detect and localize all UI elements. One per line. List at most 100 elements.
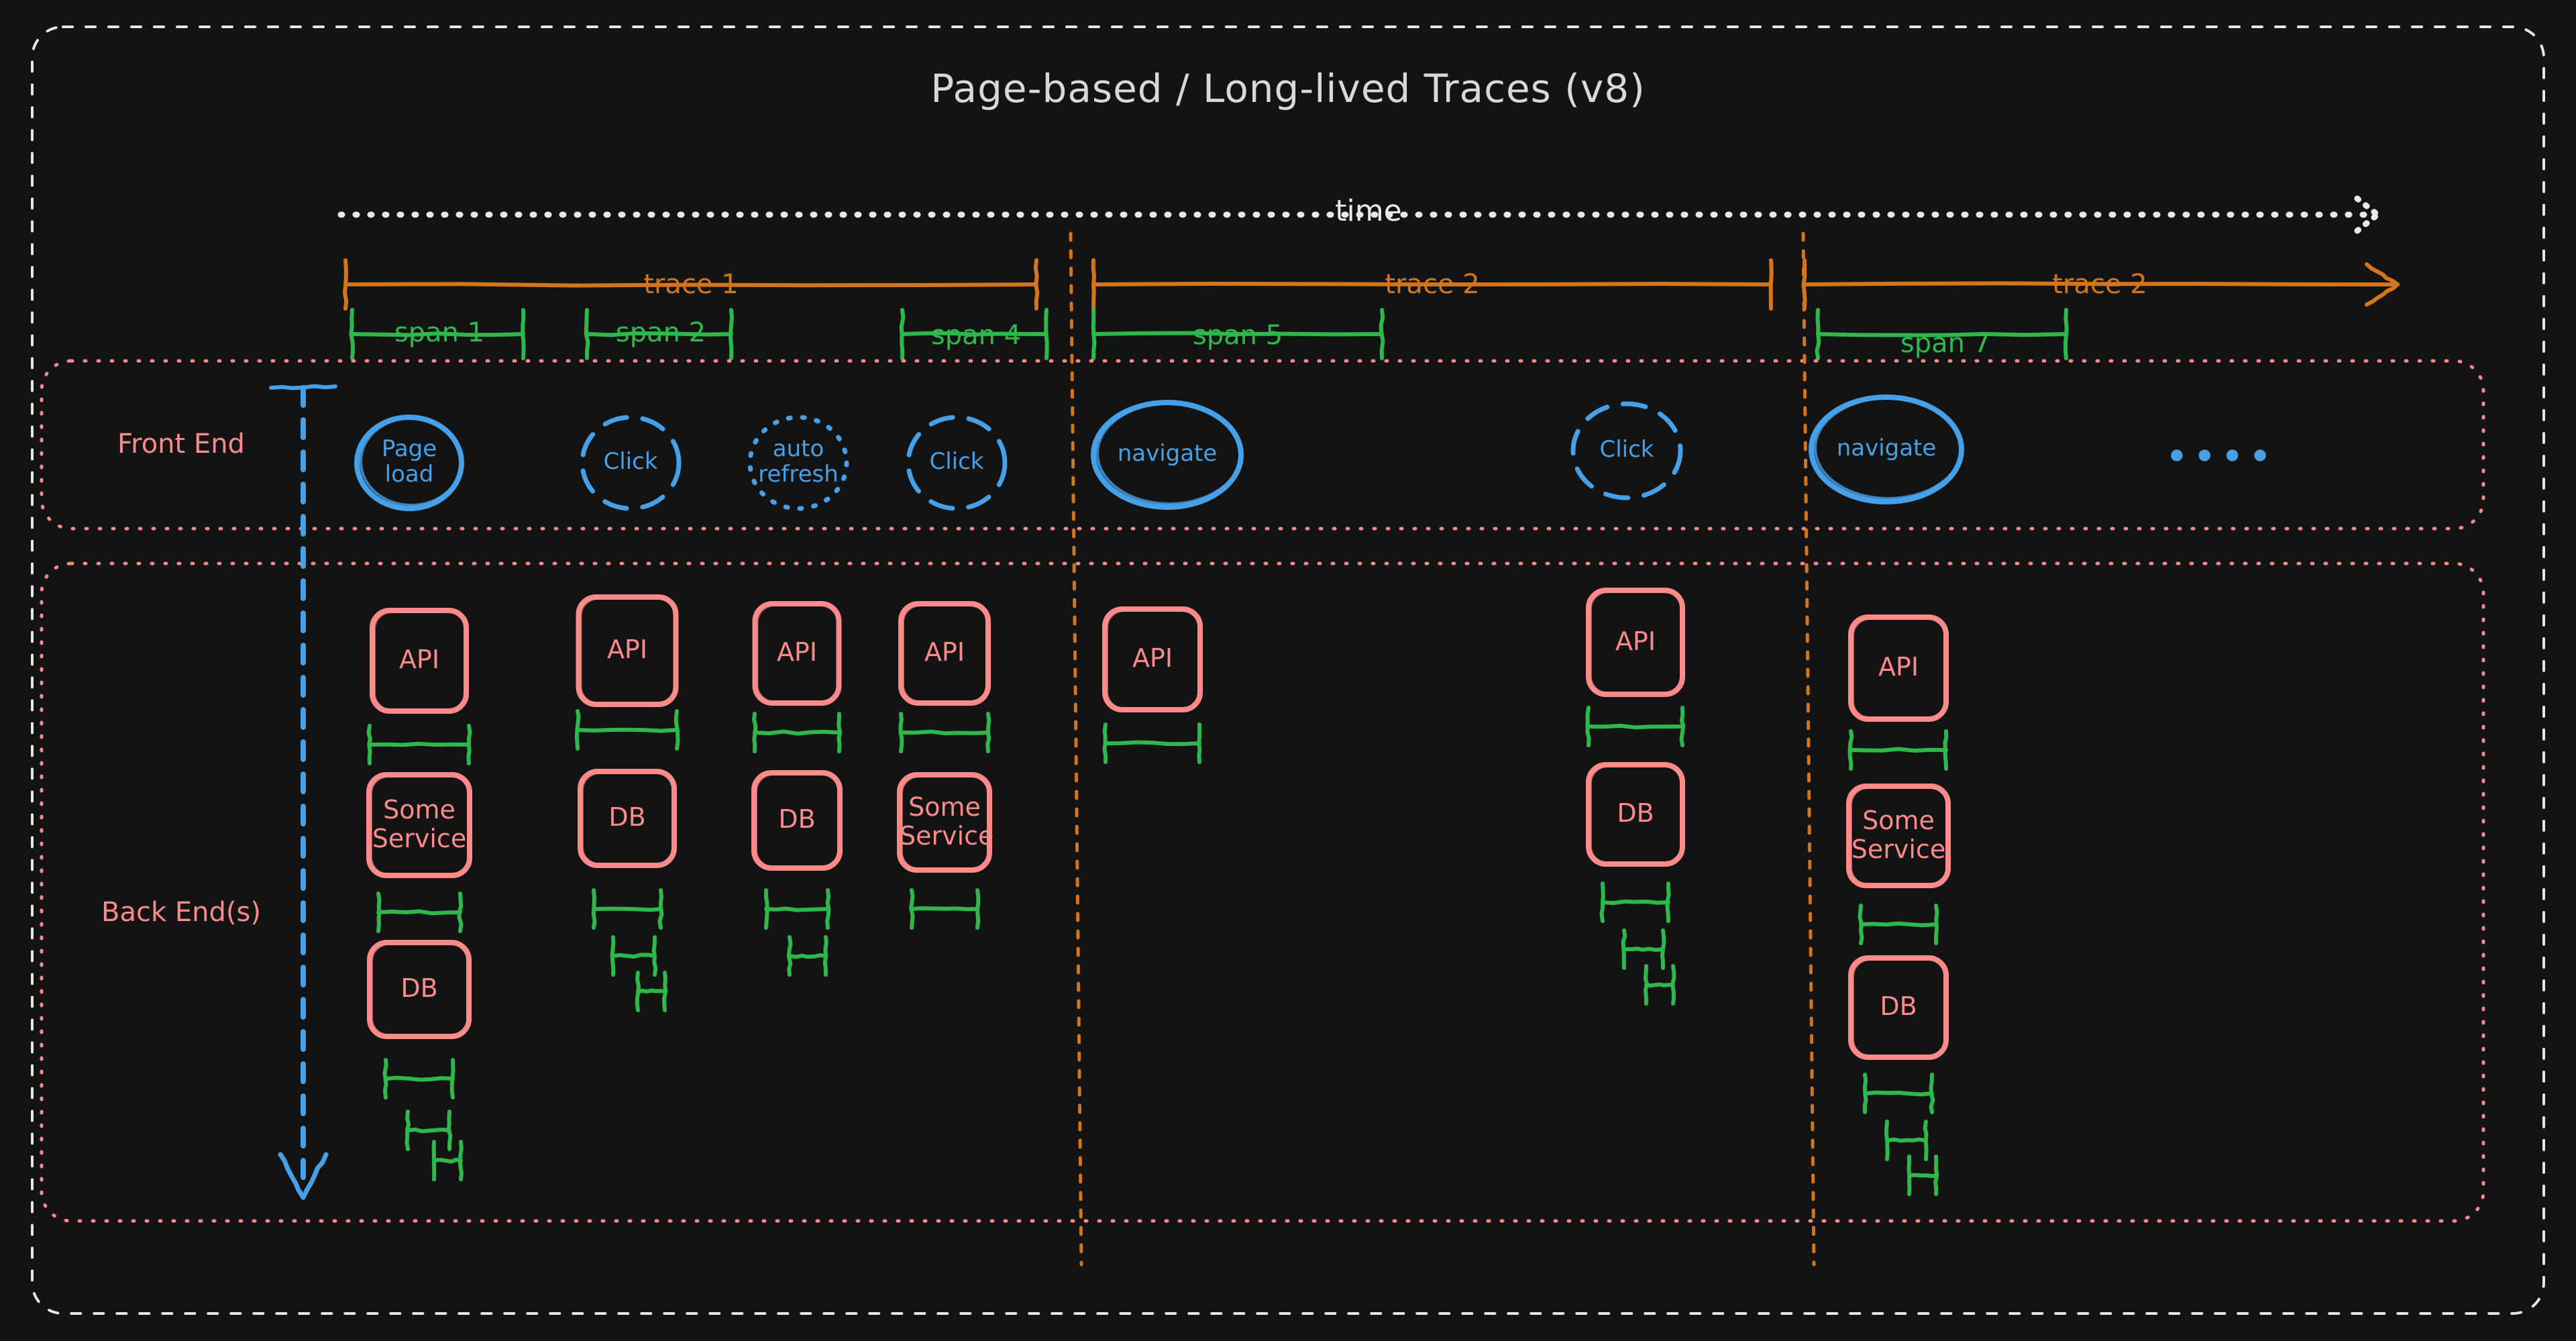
backend-span-bar-line xyxy=(764,906,830,912)
backend-span-bar-cap xyxy=(975,888,981,930)
backend-span-bar-nested-line xyxy=(1907,1173,1938,1179)
backend-span-bar-cap xyxy=(751,712,758,753)
backend-span-bar-line xyxy=(384,1075,455,1082)
trace-bar-cap-left xyxy=(343,258,349,311)
backend-span-bar-line xyxy=(592,906,663,912)
backend-node-db-sketch-pass xyxy=(755,773,841,869)
backend-span-bar-nested-cap xyxy=(651,935,658,977)
backend-node-api[interactable] xyxy=(1848,614,1949,722)
backend-span-bar-cap xyxy=(1929,1073,1935,1114)
backend-span-bar-cap xyxy=(1847,729,1854,771)
backend-node-some-service[interactable] xyxy=(897,772,992,873)
span-bar-line xyxy=(1091,331,1384,337)
trace-bar-cap-right xyxy=(1033,258,1040,311)
backend-span-bar-line xyxy=(1849,747,1948,753)
trace-bar-line xyxy=(1803,281,2397,286)
frontend-event-sketch-pass xyxy=(360,417,463,506)
backend-span-bar-cap xyxy=(657,888,664,930)
backend-span-bar-nested-line xyxy=(1644,982,1675,988)
frontend-panel xyxy=(40,359,2485,531)
span-bar-line xyxy=(585,331,733,337)
backend-span-bar-nested-line xyxy=(611,953,657,959)
backend-span-bar-cap xyxy=(1585,706,1591,747)
frontend-event-dashed[interactable] xyxy=(580,415,682,511)
backend-span-bar-nested-line xyxy=(788,953,828,959)
backend-span-bar-line xyxy=(1863,1090,1934,1097)
backend-node-db[interactable] xyxy=(751,770,843,871)
backend-node-api-sketch-pass xyxy=(579,597,677,705)
backend-span-bar-cap xyxy=(1943,729,1949,771)
span-bar-cap xyxy=(1379,308,1385,360)
backend-span-bar-line xyxy=(368,741,471,747)
backend-span-bar-line xyxy=(1104,740,1201,747)
backend-node-api[interactable] xyxy=(898,601,991,706)
backend-span-bar-cap xyxy=(837,712,843,753)
backend-node-some-service-sketch-pass xyxy=(370,775,470,876)
backend-span-bar-cap xyxy=(898,712,904,753)
backend-span-bar-nested-cap xyxy=(1933,1155,1939,1196)
backend-node-db[interactable] xyxy=(367,940,472,1039)
trace-bar-cap-right xyxy=(1768,258,1774,311)
backend-node-some-service-sketch-pass xyxy=(900,775,990,871)
backend-span-bar-nested-line xyxy=(1622,947,1665,952)
backend-span-bar-nested-cap xyxy=(1884,1120,1890,1161)
backend-span-bar-nested-cap xyxy=(1643,964,1650,1006)
backend-span-bar-cap xyxy=(366,724,373,765)
backend-span-bar-cap xyxy=(1858,904,1864,945)
backend-span-bar-cap xyxy=(1679,706,1686,747)
backend-span-bar-cap xyxy=(763,888,769,930)
span-bar-cap xyxy=(899,308,906,360)
span-bar-cap xyxy=(349,308,355,360)
backend-span-bar-cap xyxy=(449,1058,455,1099)
frontend-event-dotted[interactable] xyxy=(747,415,849,511)
backend-span-bar-cap xyxy=(457,892,464,933)
span-bar-cap xyxy=(2063,308,2069,360)
backend-span-bar-nested-cap xyxy=(405,1110,411,1151)
time-axis-arrow xyxy=(2354,195,2381,218)
backend-span-bar-line xyxy=(753,729,841,736)
backend-span-bar-nested-cap xyxy=(786,935,793,977)
outer-frame xyxy=(31,25,2545,1315)
backend-span-bar-nested-line xyxy=(406,1127,451,1134)
span-bar-cap xyxy=(728,308,734,360)
depth-arrow-head xyxy=(301,1152,329,1200)
backend-node-some-service[interactable] xyxy=(366,772,472,878)
backend-node-api[interactable] xyxy=(1102,606,1203,712)
backend-node-api[interactable] xyxy=(576,594,679,707)
backend-node-api[interactable] xyxy=(370,608,469,714)
backend-span-bar-cap xyxy=(1934,904,1939,945)
backend-node-db[interactable] xyxy=(1848,955,1949,1060)
backend-span-bar-cap xyxy=(591,888,597,930)
backend-node-some-service[interactable] xyxy=(1846,784,1951,888)
backend-span-bar-nested-cap xyxy=(431,1140,437,1181)
trace-divider xyxy=(1069,231,1083,1267)
backend-span-bar-nested-cap xyxy=(1621,928,1627,970)
span-bar-line xyxy=(900,331,1049,337)
backend-node-api[interactable] xyxy=(1586,588,1685,697)
backend-span-bar-cap xyxy=(1862,1073,1868,1114)
backend-node-api-sketch-pass xyxy=(755,604,840,704)
frontend-event-dashed[interactable] xyxy=(1570,401,1683,500)
backend-span-bar-cap xyxy=(1665,881,1671,923)
backend-span-bar-nested-line xyxy=(1885,1137,1928,1143)
backend-node-db[interactable] xyxy=(1586,762,1685,867)
backend-span-bar-line xyxy=(1859,921,1938,928)
backend-span-bar-cap xyxy=(1599,881,1605,923)
backend-span-bar-cap xyxy=(985,712,991,753)
backend-node-api[interactable] xyxy=(752,601,842,706)
span-bar-line xyxy=(1816,331,2068,337)
backend-panel xyxy=(40,561,2485,1223)
backend-node-db-sketch-pass xyxy=(370,943,470,1037)
backend-node-api-sketch-pass xyxy=(1851,617,1947,720)
backend-span-bar-cap xyxy=(376,892,382,933)
frontend-event-dashed[interactable] xyxy=(906,415,1008,511)
backend-span-bar-cap xyxy=(466,724,472,765)
backend-node-db[interactable] xyxy=(578,769,677,868)
backend-span-bar-nested-cap xyxy=(822,935,828,977)
span-bar-cap xyxy=(584,308,590,360)
backend-span-bar-nested-cap xyxy=(446,1110,453,1151)
backend-span-bar-cap xyxy=(909,888,915,930)
trace-bar-cap-left xyxy=(1091,258,1097,311)
